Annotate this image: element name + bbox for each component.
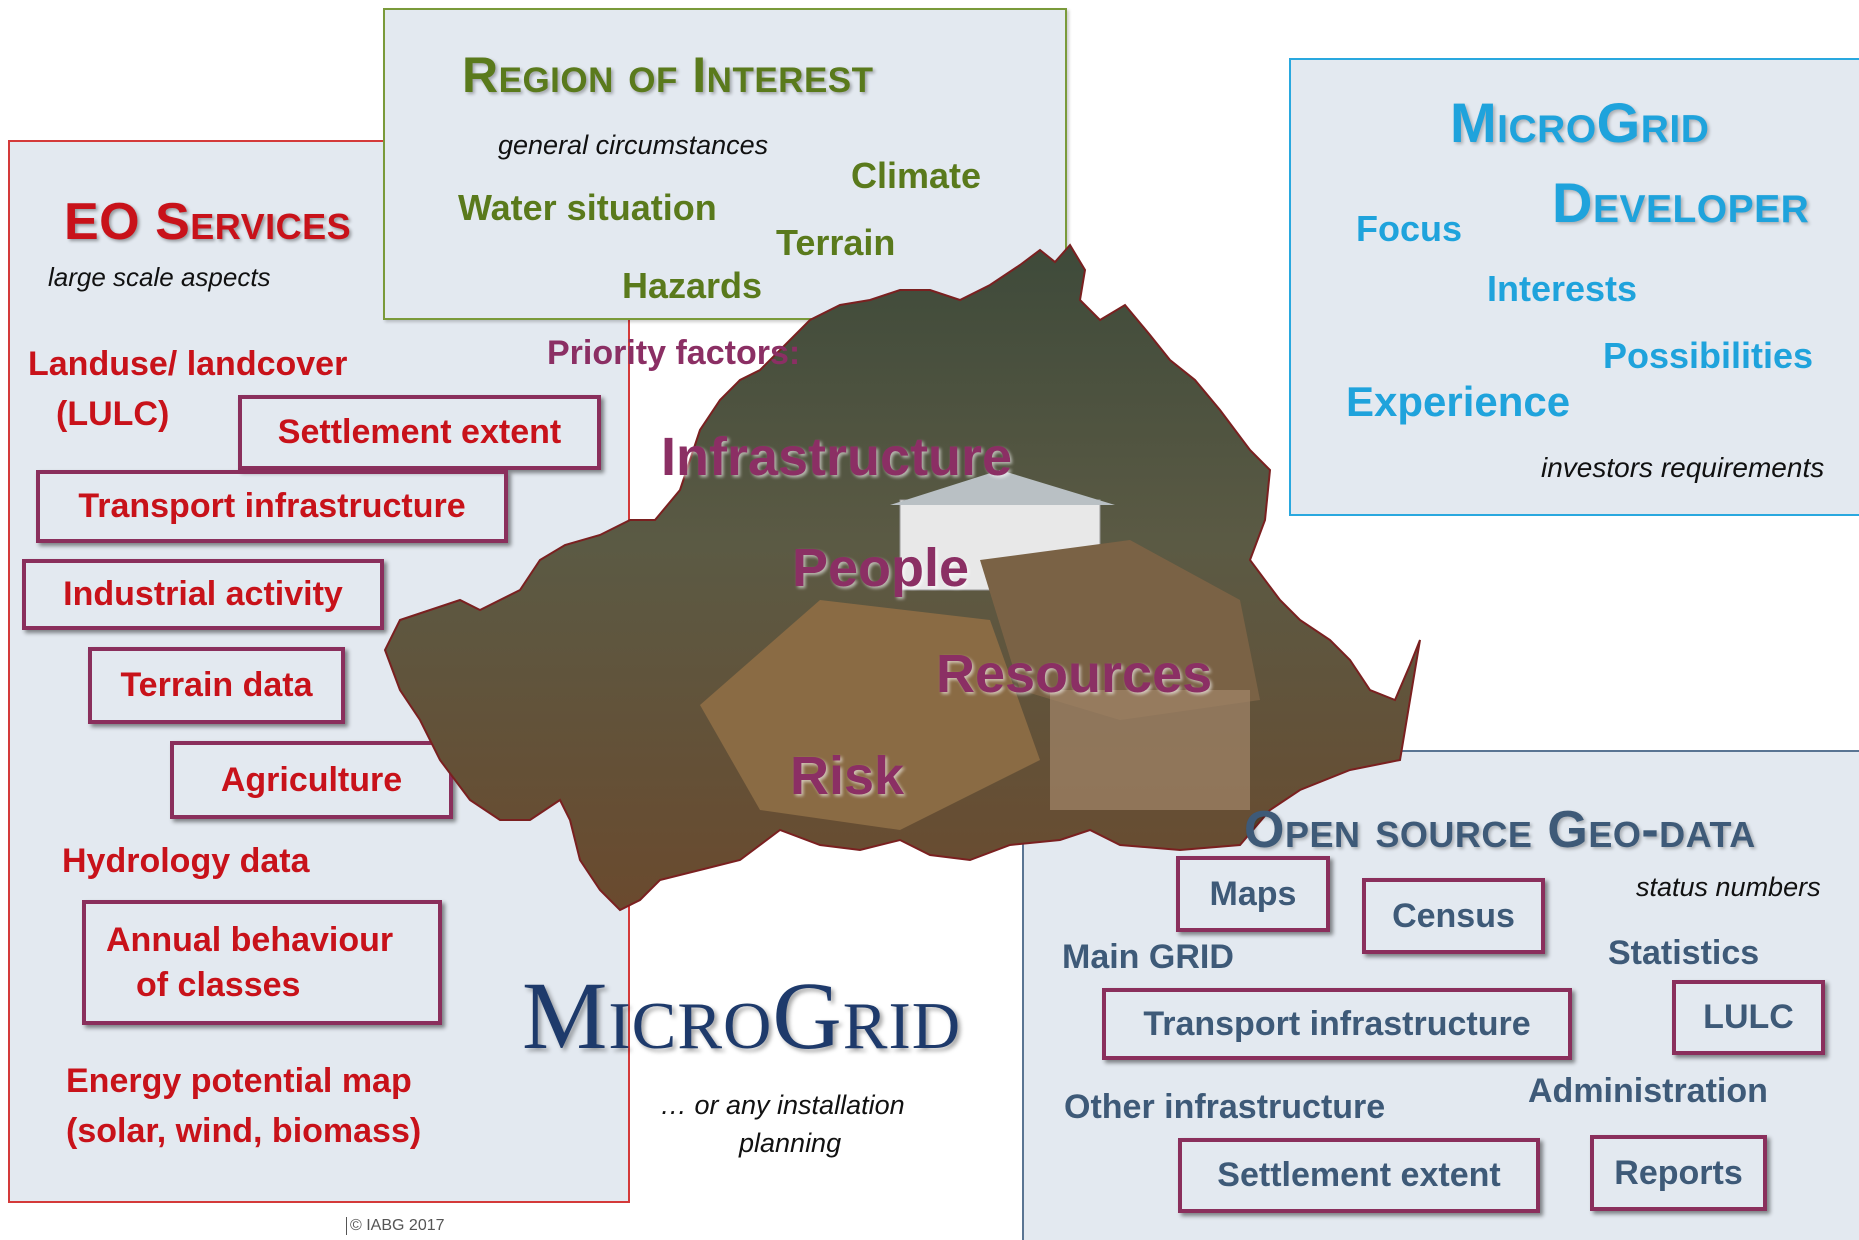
eo-services-subtitle: large scale aspects (48, 262, 271, 292)
os-transport-label: Transport infrastructure (1143, 1004, 1531, 1043)
os-lulc-box: LULC (1672, 980, 1825, 1055)
os-census-box: Census (1362, 878, 1545, 954)
eo-settlement-label: Settlement extent (277, 413, 562, 451)
photo-thatched-roof-2 (980, 540, 1260, 720)
os-transport-box: Transport infrastructure (1102, 988, 1572, 1060)
energy-label-line2: (solar, wind, biomass) (66, 1112, 422, 1150)
developer-possibilities: Possibilities (1603, 335, 1814, 376)
copyright: © IABG 2017 (346, 1217, 445, 1235)
eo-annual-box: Annual behaviour of classes (82, 900, 442, 1025)
os-census-label: Census (1392, 896, 1515, 935)
photo-path (1050, 690, 1250, 810)
energy-label-line1: Energy potential map (66, 1062, 412, 1100)
priority-resources: Resources (936, 644, 1213, 704)
region-of-interest-panel (383, 8, 1067, 320)
landuse-label-line2: (LULC) (56, 395, 170, 433)
priority-infrastructure: Infrastructure (661, 427, 1013, 487)
photo-house-roof (890, 470, 1115, 505)
developer-title-line2: Developer (1552, 171, 1810, 234)
os-settlement-box: Settlement extent (1178, 1138, 1540, 1213)
hydrology-label: Hydrology data (62, 842, 310, 880)
os-reports-box: Reports (1590, 1135, 1767, 1211)
os-status-numbers: status numbers (1636, 872, 1821, 902)
eo-industrial-box: Industrial activity (22, 559, 384, 630)
os-other-infrastructure: Other infrastructure (1064, 1088, 1386, 1126)
os-settlement-label: Settlement extent (1217, 1156, 1501, 1194)
os-main-grid: Main GRID (1062, 938, 1234, 976)
os-statistics: Statistics (1608, 934, 1760, 972)
eo-services-title: EO Services (64, 193, 352, 251)
microgrid-developer-panel (1289, 58, 1859, 516)
developer-requirements: investors requirements (1541, 452, 1825, 483)
eo-annual-line1: Annual behaviour (106, 920, 394, 959)
installation-note-line1: … or any installation (660, 1090, 905, 1120)
eo-transport-box: Transport infrastructure (36, 470, 508, 543)
region-water: Water situation (458, 187, 717, 228)
installation-note-line2: planning (739, 1128, 842, 1158)
developer-focus: Focus (1356, 208, 1463, 249)
landuse-label-line1: Landuse/ landcover (28, 345, 348, 383)
region-terrain: Terrain (776, 222, 896, 263)
region-climate: Climate (851, 155, 982, 196)
eo-agriculture-box: Agriculture (170, 741, 453, 819)
os-maps-label: Maps (1209, 874, 1297, 913)
eo-industrial-label: Industrial activity (63, 575, 343, 613)
os-lulc-label: LULC (1703, 998, 1794, 1036)
microgrid-logo: MicroGrid (522, 962, 962, 1069)
priority-factors-label: Priority factors: (547, 334, 801, 372)
region-hazards: Hazards (622, 265, 763, 306)
developer-interests: Interests (1487, 268, 1638, 309)
eo-terrain-label: Terrain data (120, 666, 313, 704)
os-administration: Administration (1528, 1072, 1768, 1110)
os-reports-label: Reports (1614, 1153, 1743, 1192)
opensource-title: Open source Geo-data (1244, 801, 1756, 859)
developer-experience: Experience (1346, 378, 1571, 425)
priority-risk: Risk (790, 746, 905, 806)
eo-transport-label: Transport infrastructure (78, 487, 466, 525)
photo-thatched-roof (700, 600, 1040, 830)
eo-settlement-box: Settlement extent (238, 395, 601, 470)
eo-terrain-box: Terrain data (88, 647, 345, 724)
eo-agriculture-label: Agriculture (220, 760, 403, 799)
region-subtitle: general circumstances (498, 130, 769, 160)
developer-title-line1: MicroGrid (1450, 91, 1710, 154)
eo-annual-line2: of classes (136, 965, 301, 1004)
priority-people: People (792, 538, 970, 598)
os-maps-box: Maps (1176, 856, 1330, 932)
region-title: Region of Interest (462, 47, 874, 103)
